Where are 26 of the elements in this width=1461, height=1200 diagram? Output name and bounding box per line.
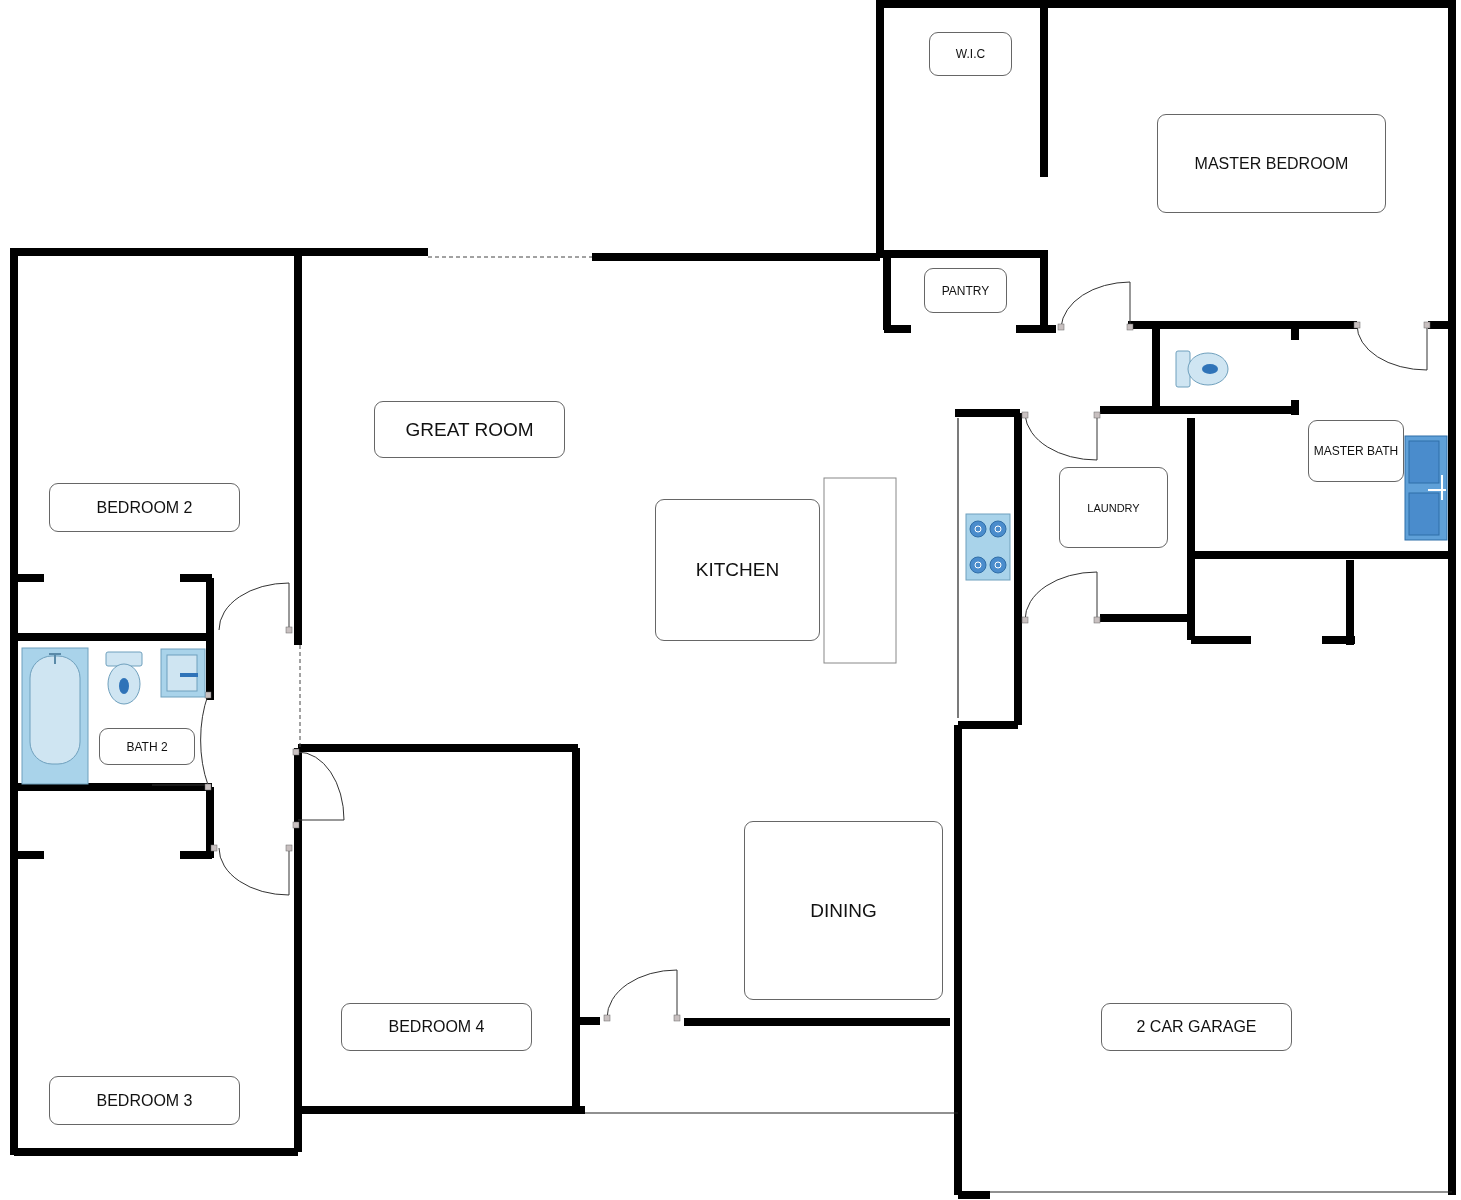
room-label-box [49,1076,240,1125]
room-name: MASTER BEDROOM [1194,154,1349,173]
room-name: MASTER BATH [1313,444,1399,458]
room-label-box [924,268,1007,313]
room-name: DINING [810,899,877,922]
room-name: BATH 2 [126,739,168,754]
room-label-box [744,821,943,1000]
room-name: BEDROOM 2 [96,498,193,517]
room-label-box [341,1003,532,1051]
room-name: BEDROOM 3 [96,1091,193,1110]
room-label-box [1157,114,1386,213]
room-name: GREAT ROOM [405,418,534,441]
room-name: W.I.C [955,47,986,61]
room-label-box [1059,467,1168,548]
room-name: PANTRY [941,283,990,298]
room-label-box [1101,1003,1292,1051]
room-label-box [655,499,820,641]
room-name: LAUNDRY [1087,501,1140,514]
room-label-box [1308,420,1404,482]
room-name: KITCHEN [695,559,780,581]
room-label-box [49,483,240,532]
room-label-box [99,728,195,765]
room-label-box [374,401,565,458]
room-label-box [929,32,1012,76]
room-name: 2 CAR GARAGE [1136,1018,1257,1036]
room-name: BEDROOM 4 [388,1018,485,1036]
